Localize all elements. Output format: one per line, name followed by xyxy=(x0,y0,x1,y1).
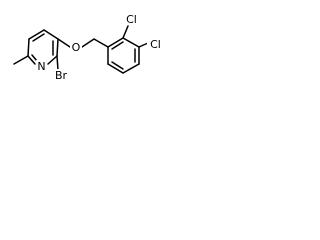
chlorine-atom-label-right: Cl xyxy=(150,38,161,51)
bond xyxy=(107,37,124,48)
nitrogen-atom-label: N xyxy=(37,60,45,73)
double-bond xyxy=(111,41,124,50)
ether-bond xyxy=(81,38,95,48)
double-bond xyxy=(111,61,124,70)
bond xyxy=(122,63,140,74)
bond xyxy=(28,29,45,40)
chloro-bond-top xyxy=(122,25,129,39)
bond xyxy=(122,37,140,48)
pyridine-ring xyxy=(27,29,59,65)
methyl-bond xyxy=(13,55,29,65)
structure-diagram: N Br O Cl Cl xyxy=(13,12,164,82)
bond xyxy=(27,55,36,65)
benzene-ring xyxy=(107,37,140,74)
double-bond xyxy=(32,33,45,42)
bond xyxy=(27,38,30,57)
bromine-atom-label: Br xyxy=(55,69,68,82)
bromo-bond xyxy=(56,55,59,71)
bond xyxy=(56,38,59,57)
methylene-bond xyxy=(93,38,109,48)
bond xyxy=(43,29,59,40)
oxygen-atom-label: O xyxy=(72,41,81,54)
chlorine-atom-label-top: Cl xyxy=(126,13,137,26)
bond xyxy=(107,63,124,74)
ether-bond xyxy=(57,38,71,48)
bond xyxy=(47,55,58,65)
chloro-bond-right xyxy=(138,42,149,48)
